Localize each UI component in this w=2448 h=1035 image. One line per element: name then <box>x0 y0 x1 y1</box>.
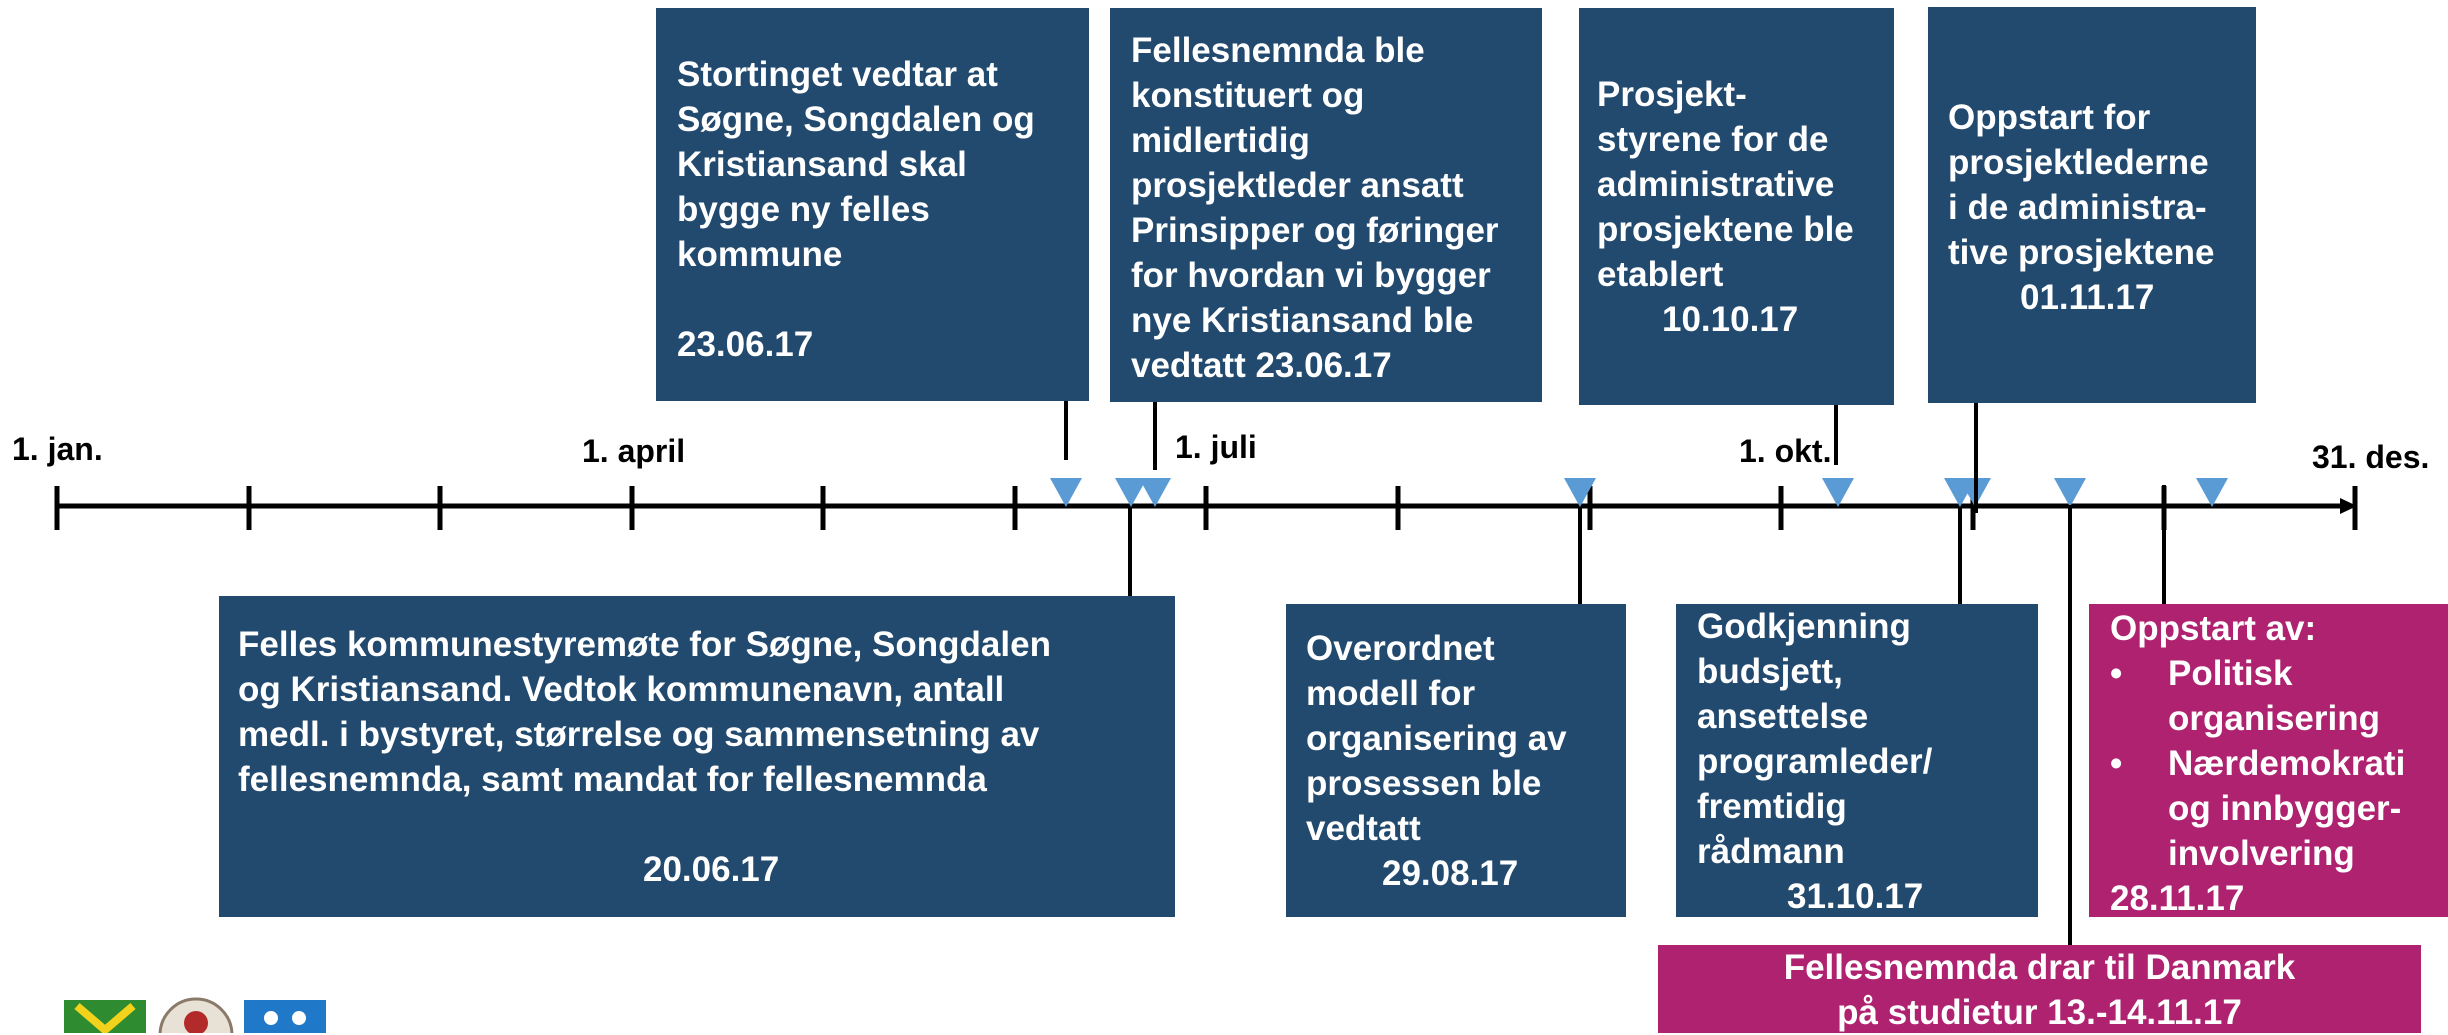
event-text-line: styrene for de <box>1597 120 1829 159</box>
event-text-line: Fellesnemnda ble <box>1131 31 1425 70</box>
bullet-text-line: Politisk <box>2168 654 2293 693</box>
event-date: 20.06.17 <box>643 850 780 889</box>
axis-label-des: 31. des. <box>2312 439 2430 475</box>
event-text-line: administrative <box>1597 165 1835 204</box>
songdalen-coat-of-arms-icon <box>64 1000 146 1033</box>
connector-studietur <box>2068 505 2072 947</box>
connector-felles-kommunestyremote <box>1128 508 1132 596</box>
event-text-line: Fellesnemnda drar til Danmark <box>1783 948 2296 987</box>
event-marker-triangle <box>1115 478 1147 507</box>
event-text-line: organisering av <box>1306 719 1567 758</box>
connector-godkjenning <box>1958 508 1962 604</box>
connector-stortinget <box>1064 400 1068 460</box>
event-date: 10.10.17 <box>1662 300 1799 339</box>
bullet-glyph: • <box>2110 744 2123 783</box>
event-text-line: vedtatt 23.06.17 <box>1131 346 1392 385</box>
event-text-line: prosjektleder ansatt <box>1131 166 1464 205</box>
event-text-line: prosessen ble <box>1306 764 1542 803</box>
event-text-line: prosjektlederne <box>1948 143 2209 182</box>
timeline-markers <box>1050 478 2228 507</box>
event-text-line: Felles kommunestyremøte for Søgne, Songd… <box>238 625 1051 664</box>
bullet-item-politisk: • Politisk organisering <box>2110 651 2448 741</box>
event-marker-triangle <box>1564 478 1596 507</box>
connector-overordnet <box>1578 508 1582 604</box>
event-marker-triangle <box>2054 478 2086 507</box>
axis-label-jan: 1. jan. <box>12 431 103 467</box>
event-text-line: rådmann <box>1697 832 1845 871</box>
connector-oppstart-prosjektledere <box>1974 403 1978 513</box>
event-text-line: på studietur 13.-14.11.17 <box>1837 993 2242 1032</box>
event-text-line: i de administra- <box>1948 188 2207 227</box>
event-box-prosjektstyrene: Prosjekt- styrene for de administrative … <box>1579 8 1894 405</box>
event-text-line: nye Kristiansand ble <box>1131 301 1474 340</box>
event-box-felles-kommunestyremote: Felles kommunestyremøte for Søgne, Songd… <box>219 596 1175 917</box>
event-text-line: kommune <box>677 235 843 274</box>
event-text-line: fellesnemnda, samt mandat for fellesnemn… <box>238 760 987 799</box>
event-text-line: Godkjenning <box>1697 607 1911 646</box>
event-text-line: prosjektene ble <box>1597 210 1854 249</box>
bullet-glyph: • <box>2110 654 2123 693</box>
sogne-coat-of-arms-icon <box>158 997 234 1033</box>
event-box-overordnet-modell: Overordnet modell for organisering av pr… <box>1286 604 1626 917</box>
event-date: 23.06.17 <box>677 325 814 364</box>
timeline-axis-arrowhead <box>2340 498 2357 514</box>
event-box-stortinget: Stortinget vedtar at Søgne, Songdalen og… <box>656 8 1089 401</box>
oppstart-heading: Oppstart av: <box>2110 609 2317 648</box>
event-text-line: konstituert og <box>1131 76 1365 115</box>
event-text-line: programleder/ <box>1697 742 1933 781</box>
event-text-line: fremtidig <box>1697 787 1847 826</box>
connector-oppstart-av <box>2162 485 2166 605</box>
event-box-fellesnemnda-konstituert: Fellesnemnda ble konstituert og midlerti… <box>1110 8 1542 402</box>
event-marker-triangle <box>1139 478 1171 507</box>
event-date: 01.11.17 <box>2020 278 2155 317</box>
connector-prosjektstyrene <box>1834 405 1838 465</box>
event-marker-triangle <box>1822 478 1854 507</box>
event-date: 31.10.17 <box>1787 877 1924 916</box>
event-text-line: for hvordan vi bygger <box>1131 256 1491 295</box>
event-text-line: bygge ny felles <box>677 190 930 229</box>
event-text-line: budsjett, <box>1697 652 1843 691</box>
event-date: 28.11.17 <box>2110 879 2245 918</box>
event-text-line: Prosjekt- <box>1597 75 1747 114</box>
axis-label-april: 1. april <box>582 433 686 469</box>
event-marker-triangle <box>1050 478 1082 507</box>
connector-fellesnemnda <box>1153 400 1157 470</box>
event-date: 29.08.17 <box>1382 854 1519 893</box>
bullet-item-naerdemokrati: • Nærdemokrati og innbygger- involvering <box>2110 741 2448 876</box>
kristiansand-coat-of-arms-icon <box>244 1000 326 1033</box>
event-box-godkjenning-budsjett: Godkjenning budsjett, ansettelse program… <box>1676 604 2038 917</box>
event-text-line: tive prosjektene <box>1948 233 2215 272</box>
event-box-oppstart-av: Oppstart av: • Politisk organisering • N… <box>2089 604 2448 918</box>
event-box-oppstart-prosjektledere: Oppstart for prosjektlederne i de admini… <box>1928 7 2256 403</box>
event-text-line: modell for <box>1306 674 1476 713</box>
event-text-line: Oppstart for <box>1948 98 2151 137</box>
event-text-line: etablert <box>1597 255 1724 294</box>
event-text-line: og Kristiansand. Vedtok kommunenavn, ant… <box>238 670 1005 709</box>
event-text-line: Overordnet <box>1306 629 1495 668</box>
bullet-text-line: organisering <box>2168 699 2380 738</box>
event-text-line: Søgne, Songdalen og <box>677 100 1035 139</box>
event-marker-triangle <box>2196 478 2228 507</box>
event-text-line: vedtatt <box>1306 809 1421 848</box>
event-text-line: midlertidig <box>1131 121 1310 160</box>
bullet-text-line: involvering <box>2168 834 2355 873</box>
event-text-line: ansettelse <box>1697 697 1869 736</box>
axis-label-okt: 1. okt. <box>1739 433 1832 469</box>
event-text-line: Prinsipper og føringer <box>1131 211 1499 250</box>
event-text-line: Stortinget vedtar at <box>677 55 998 94</box>
axis-label-juli: 1. juli <box>1175 429 1257 465</box>
bullet-text-line: og innbygger- <box>2168 789 2402 828</box>
event-text-line: Kristiansand skal <box>677 145 967 184</box>
event-box-studietur: Fellesnemnda drar til Danmark på studiet… <box>1658 945 2421 1033</box>
event-text-line: medl. i bystyret, størrelse og sammenset… <box>238 715 1040 754</box>
bullet-text-line: Nærdemokrati <box>2168 744 2406 783</box>
